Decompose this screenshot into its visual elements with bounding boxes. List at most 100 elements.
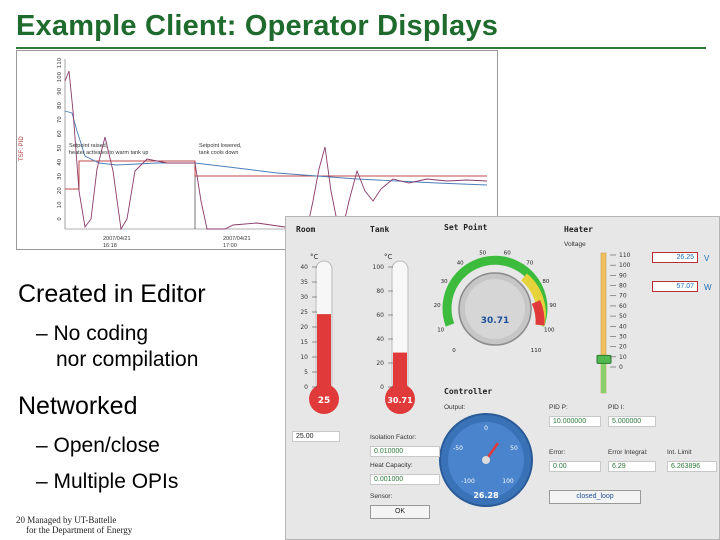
setpoint-tick-40: 40 [457,261,464,267]
heater-tick-10: 10 [619,354,627,361]
isolation-factor-label: Isolation Factor: [370,434,417,441]
setpoint-knob-face [465,279,525,339]
room-unit: °C [310,253,319,261]
int-limit-field[interactable]: 6.263896 [667,461,717,472]
room-scale-tick-5: 5 [304,369,308,376]
heater-tick-20: 20 [619,344,627,351]
controller-gauge-value: 26.28 [473,491,499,500]
room-scale-tick-20: 20 [300,324,308,331]
trend-y-tick-50: 50 [57,144,63,151]
annotation-raised-line2: heater activates to warm tank up [69,150,148,156]
heater-slider-fill [601,359,606,393]
room-scale-tick-40: 40 [300,264,308,271]
setpoint-tick-60: 60 [504,250,511,256]
slide-title: Example Client: Operator Displays [16,10,499,42]
setpoint-tick-50: 50 [479,250,486,256]
error-label: Error: [549,449,566,456]
controller-output-label: Output: [444,404,466,411]
closed-loop-button[interactable]: closed_loop [549,490,641,504]
heater-tick-50: 50 [619,313,627,320]
setpoint-title: Set Point [444,223,488,232]
opi-screenshot: Room Tank Set Point Heater Voltage °C 25… [285,216,720,540]
bullet-created-in-editor: Created in Editor [18,280,206,308]
trend-plot: TSF: PID Setpoint raised, heater activat… [16,50,498,250]
room-bulb [309,384,339,414]
pid-p-field[interactable]: 10.000000 [549,416,601,427]
room-level-fill [317,314,331,391]
isolation-factor-field[interactable]: 0.010000 [370,446,440,457]
pid-i-label: PID I: [608,404,625,411]
sub-bullet-multiple-opis: – Multiple OPIs [36,470,179,493]
gauge-tick-0: 0 [484,425,488,432]
annotation-raised-line1: Setpoint raised, [69,143,108,149]
tank-scale-tick-0: 0 [380,384,384,391]
room-temperature-field[interactable]: 25.00 [292,431,340,442]
trend-y-tick-30: 30 [57,172,63,179]
footer-line-1: 20 Managed by UT-Battelle [16,515,117,525]
room-title: Room [296,225,316,234]
gauge-tick-100: 100 [502,478,514,485]
annotation-lowered-line2: tank cools down [199,150,238,156]
trend-y-tick-90: 90 [57,87,63,94]
heater-volts-field: 26.25 [652,252,698,263]
tank-unit: °C [384,253,393,261]
tank-scale-tick-40: 40 [376,336,384,343]
sensor-ok-button[interactable]: OK [370,505,430,519]
footer-line-2: for the Department of Energy [26,525,133,535]
setpoint-tick-100: 100 [544,327,555,333]
tank-level-fill [393,352,407,391]
heater-tick-30: 30 [619,333,627,340]
setpoint-tick-80: 80 [542,279,549,285]
heater-title: Heater [564,225,593,234]
setpoint-tick-110: 110 [531,348,542,354]
gauge-tick-50: 50 [510,445,518,452]
error-integral-field: 6.29 [608,461,656,472]
trend-y-tick-40: 40 [57,158,63,165]
tank-title: Tank [370,225,390,234]
tank-temperature-series [64,110,488,186]
x-tick-2-date: 2007/04/21 [223,236,251,242]
setpoint-series [65,160,487,190]
bullet-networked: Networked [18,392,138,420]
room-scale-tick-25: 25 [300,309,308,316]
room-scale-tick-0: 0 [304,384,308,391]
x-tick-1-date: 2007/04/21 [103,236,131,242]
tank-value: 30.71 [387,396,413,405]
x-tick-1-time: 16:18 [103,243,117,249]
heater-tick-70: 70 [619,293,627,300]
slide-footer: 20 Managed by UT-Battelle for the Depart… [16,515,132,535]
heater-voltage-label: Voltage [564,241,586,248]
gauge-tick-neg100: -100 [461,478,475,485]
trend-y-tick-10: 10 [57,201,63,208]
heater-tick-40: 40 [619,323,627,330]
room-scale-tick-30: 30 [300,294,308,301]
heater-tick-100: 100 [619,262,631,269]
title-divider [16,47,706,49]
trend-y-tick-60: 60 [57,130,63,137]
heater-tick-110: 110 [619,252,631,259]
tank-bulb [385,384,415,414]
setpoint-tick-70: 70 [526,261,533,267]
x-tick-2-time: 17:00 [223,243,237,249]
trend-y-tick-100: 100 [57,71,63,82]
tank-scale-tick-60: 60 [376,312,384,319]
setpoint-tick-90: 90 [549,303,556,309]
heater-volts-unit: V [704,254,710,263]
heat-capacity-field[interactable]: 0.001000 [370,474,440,485]
setpoint-tick-0: 0 [452,348,456,354]
annotation-lowered-line1: Setpoint lowered, [199,143,242,149]
trend-y-tick-80: 80 [57,102,63,109]
controller-title: Controller [444,387,493,396]
heater-output-series [64,70,488,231]
setpoint-tick-20: 20 [434,303,441,309]
heat-capacity-label: Heat Capacity: [370,462,413,469]
heater-watts-unit: W [704,283,712,292]
int-limit-label: Int. Limit [667,449,692,456]
heater-slider-thumb[interactable] [596,354,612,364]
pid-i-field[interactable]: 5.000000 [608,416,656,427]
